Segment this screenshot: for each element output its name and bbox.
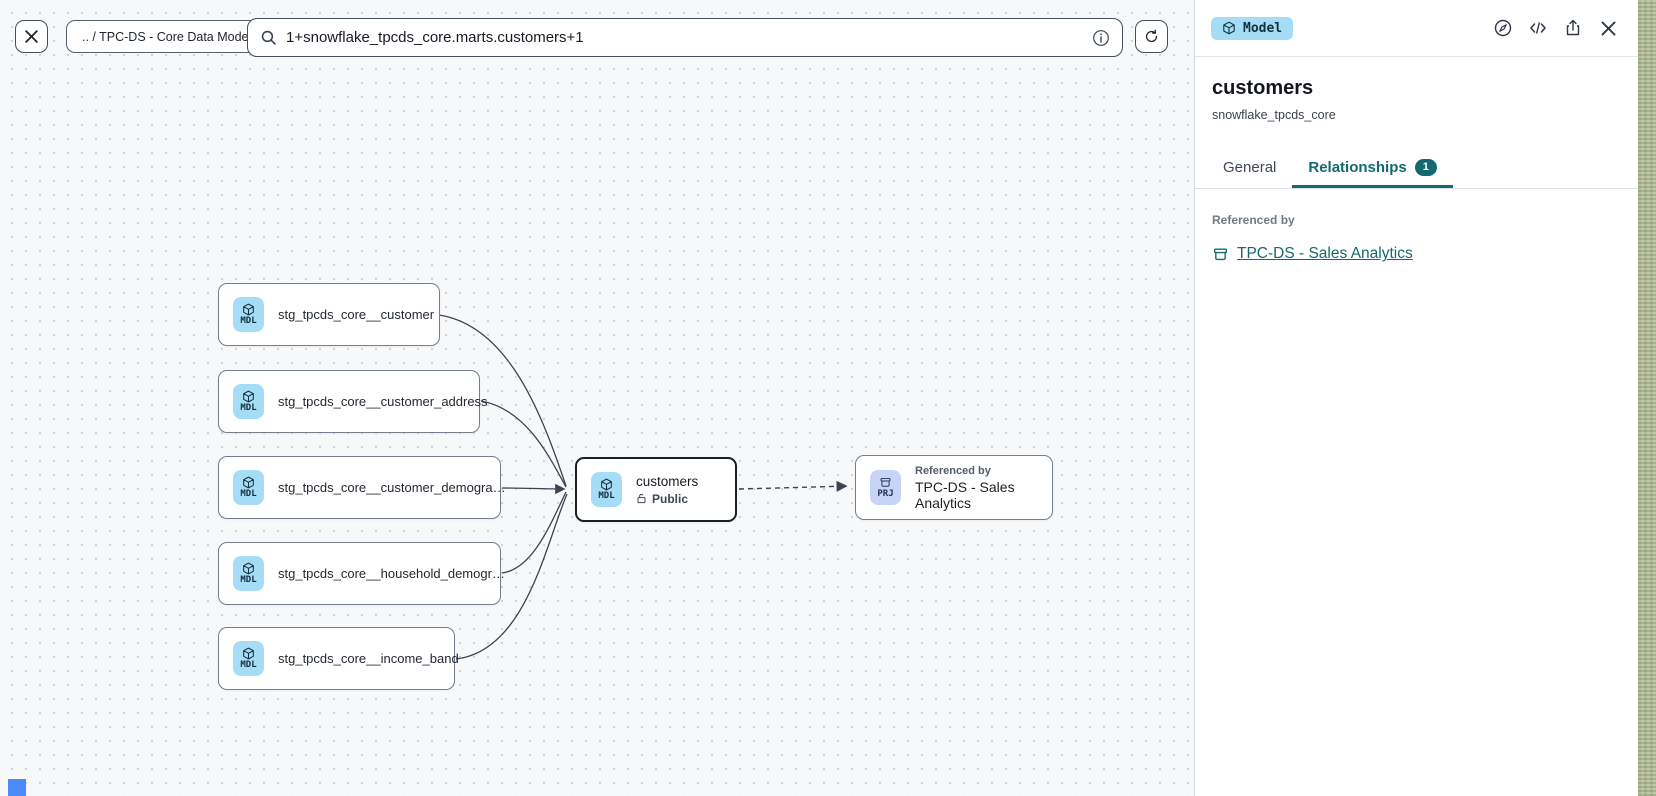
badge-code: MDL <box>240 660 257 670</box>
model-badge: MDL <box>233 641 264 676</box>
refresh-lineage-button[interactable] <box>1135 20 1168 53</box>
panel-tabs: General Relationships 1 <box>1195 148 1638 190</box>
share-button[interactable] <box>1559 14 1587 42</box>
canvas-corner-marker <box>8 779 26 796</box>
model-type-label: Model <box>1243 20 1283 36</box>
project-archive-icon <box>880 477 891 487</box>
node-label: stg_tpcds_core__income_band <box>278 651 459 666</box>
badge-code: MDL <box>240 575 257 585</box>
badge-code: MDL <box>240 403 257 413</box>
tab-count-badge: 1 <box>1414 159 1437 177</box>
view-code-button[interactable] <box>1524 14 1552 42</box>
cube-icon <box>1223 21 1235 35</box>
visibility-label: Public <box>652 491 689 506</box>
lineage-node-stg-household-demographics[interactable]: MDL stg_tpcds_core__household_demogr… <box>218 542 505 605</box>
badge-code: MDL <box>240 316 257 326</box>
badge-code: MDL <box>240 489 257 499</box>
model-badge: MDL <box>233 384 264 419</box>
node-label: stg_tpcds_core__customer_demogra… <box>278 480 506 495</box>
cube-icon <box>243 476 254 489</box>
project-archive-icon <box>1213 248 1228 260</box>
close-icon <box>1601 21 1615 35</box>
cube-icon <box>243 390 254 403</box>
breadcrumb-label: .. / TPC-DS - Core Data Models <box>82 29 258 44</box>
search-icon <box>261 30 276 45</box>
model-badge: MDL <box>233 297 264 332</box>
model-badge: MDL <box>233 470 264 505</box>
lineage-node-stg-customer-address[interactable]: MDL stg_tpcds_core__customer_address <box>218 370 488 433</box>
close-icon <box>25 30 38 43</box>
explore-lineage-button[interactable] <box>1489 14 1517 42</box>
cube-icon <box>243 303 254 316</box>
close-panel-button[interactable] <box>1594 14 1622 42</box>
panel-header: Model <box>1195 0 1638 57</box>
model-badge: MDL <box>591 472 622 507</box>
node-label: customers <box>636 473 699 489</box>
lineage-node-stg-customer-demographics[interactable]: MDL stg_tpcds_core__customer_demogra… <box>218 456 506 519</box>
lineage-node-stg-income-band[interactable]: MDL stg_tpcds_core__income_band <box>218 627 459 690</box>
desktop-background-strip <box>1638 0 1656 796</box>
lineage-node-referencing-project[interactable]: PRJ Referenced by TPC-DS - Sales Analyti… <box>855 455 1053 520</box>
cube-icon <box>243 647 254 660</box>
node-label: stg_tpcds_core__household_demogr… <box>278 566 505 581</box>
lineage-edges <box>438 314 848 660</box>
badge-code: MDL <box>598 491 615 501</box>
tab-relationships[interactable]: Relationships 1 <box>1292 148 1452 188</box>
node-label: TPC-DS - Sales Analytics <box>915 478 1015 511</box>
lineage-search[interactable] <box>247 18 1123 57</box>
referenced-by-item: TPC-DS - Sales Analytics <box>1212 245 1621 263</box>
cube-icon <box>243 562 254 575</box>
compass-icon <box>1494 19 1512 37</box>
reference-kicker: Referenced by <box>915 464 991 477</box>
tab-label: General <box>1223 159 1277 177</box>
referenced-by-section-label: Referenced by <box>1212 213 1295 228</box>
unlock-icon <box>637 493 646 504</box>
model-badge: MDL <box>233 556 264 591</box>
lineage-node-stg-customer[interactable]: MDL stg_tpcds_core__customer <box>218 283 440 346</box>
code-icon <box>1530 22 1546 34</box>
node-label: stg_tpcds_core__customer <box>278 307 435 322</box>
model-detail-panel: Model customers snowflake_tpcds_core Gen… <box>1194 0 1638 796</box>
search-input[interactable] <box>286 29 1083 46</box>
lineage-node-customers-selected[interactable]: MDL customers Public <box>575 457 737 522</box>
badge-code: PRJ <box>877 489 894 499</box>
close-lineage-button[interactable] <box>15 20 48 53</box>
visibility-row: Public <box>636 492 698 506</box>
tab-general[interactable]: General <box>1207 148 1292 188</box>
info-icon[interactable] <box>1092 29 1110 47</box>
refresh-icon <box>1145 29 1158 43</box>
lineage-canvas[interactable]: MDL stg_tpcds_core__customer MDL stg_tpc… <box>0 0 1194 796</box>
model-type-chip: Model <box>1211 16 1294 40</box>
panel-subtitle: snowflake_tpcds_core <box>1212 108 1336 122</box>
cube-icon <box>601 478 612 491</box>
tab-label: Relationships <box>1308 159 1407 177</box>
breadcrumb[interactable]: .. / TPC-DS - Core Data Models <box>66 20 274 53</box>
panel-title: customers <box>1212 77 1314 99</box>
project-badge: PRJ <box>870 470 901 505</box>
node-label: stg_tpcds_core__customer_address <box>278 394 488 409</box>
share-export-icon <box>1566 19 1580 36</box>
referenced-project-link[interactable]: TPC-DS - Sales Analytics <box>1237 245 1413 263</box>
